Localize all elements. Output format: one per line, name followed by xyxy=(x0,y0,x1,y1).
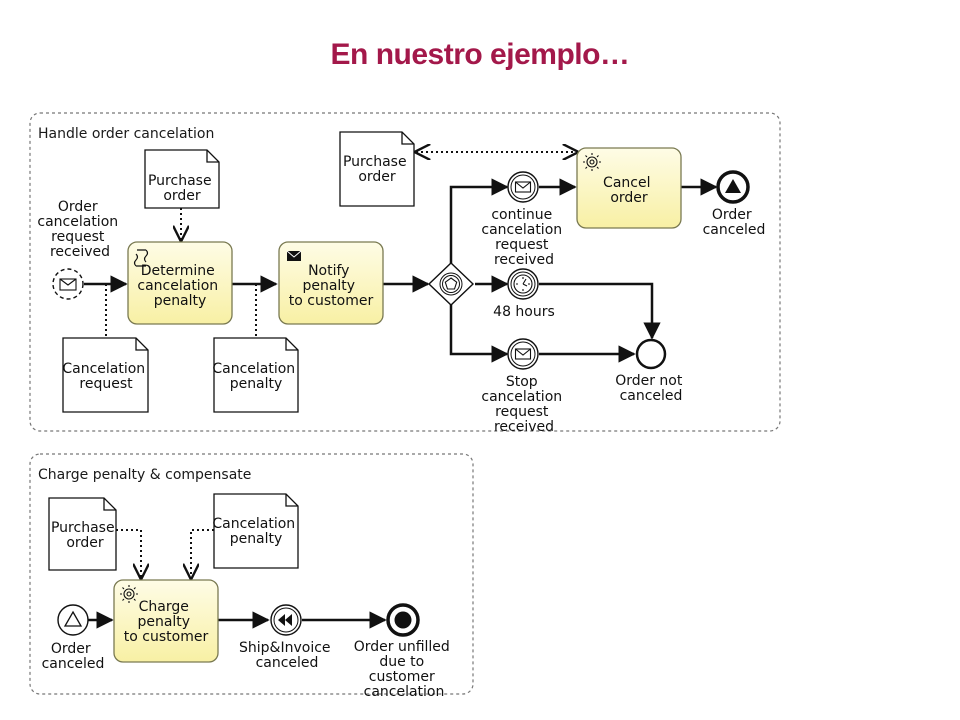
gear-icon xyxy=(120,585,138,603)
event-label: Ship&Invoice canceled xyxy=(239,640,335,671)
pool-charge-penalty: Charge penalty & compensate xyxy=(29,453,474,695)
doc-cancelation-request: Cancelation request xyxy=(62,337,149,413)
event-label: Order not canceled xyxy=(615,373,687,404)
assoc-penalty-to-charge xyxy=(191,529,214,578)
script-icon xyxy=(133,249,149,267)
flow-gateway-to-stop xyxy=(449,303,509,363)
compensation-event-ship-invoice[interactable]: Ship&Invoice canceled xyxy=(239,604,335,671)
assoc-po-to-charge xyxy=(116,529,141,578)
doc-label: Purchase order xyxy=(51,520,119,551)
doc-purchase-order-bottom: Purchase order xyxy=(48,497,119,571)
pool-label-charge: Charge penalty & compensate xyxy=(38,467,251,483)
task-label: Notify penalty to customer xyxy=(289,263,374,309)
start-event-cancel-request[interactable]: Order cancelation request received xyxy=(37,199,122,300)
doc-label: Purchase order xyxy=(148,173,216,204)
envelope-icon xyxy=(514,181,532,193)
doc-label: Purchase order xyxy=(343,154,411,185)
data-associations xyxy=(105,152,577,578)
task-label: Cancel order xyxy=(603,175,655,206)
sequence-flows-top xyxy=(84,178,718,363)
end-event-order-not-canceled[interactable]: Order not canceled xyxy=(615,338,687,404)
event-label: Order canceled xyxy=(703,207,766,238)
send-message-icon xyxy=(286,250,302,261)
doc-label: Cancelation request xyxy=(62,361,149,392)
event-label: Order canceled xyxy=(42,641,105,672)
signal-triangle-icon xyxy=(725,179,741,193)
doc-cancelation-penalty-bottom: Cancelation penalty xyxy=(212,493,299,569)
start-event-order-canceled[interactable]: Order canceled xyxy=(42,604,105,672)
flow-timer-to-not-canceled xyxy=(539,282,661,340)
task-determine-penalty[interactable]: Determine cancelation penalty xyxy=(127,241,233,325)
event-label: 48 hours xyxy=(493,304,555,320)
clock-icon xyxy=(513,274,533,294)
end-event-order-canceled[interactable]: Order canceled xyxy=(703,170,766,238)
event-label: continue cancelation request received xyxy=(481,207,566,268)
doc-cancelation-penalty-top: Cancelation penalty xyxy=(212,337,299,413)
envelope-icon xyxy=(514,348,532,360)
task-charge-penalty[interactable]: Charge penalty to customer xyxy=(113,579,219,663)
signal-triangle-icon xyxy=(63,610,83,627)
task-notify-penalty[interactable]: Notify penalty to customer xyxy=(278,241,384,325)
catch-event-stop-request[interactable]: Stop cancelation request received xyxy=(481,338,566,435)
pool-label-handle: Handle order cancelation xyxy=(38,126,214,142)
flow-gateway-to-continue xyxy=(449,178,509,265)
end-event-order-unfilled[interactable]: Order unfilled due to customer cancelati… xyxy=(354,603,455,700)
timer-event-48-hours[interactable]: 48 hours xyxy=(493,268,555,320)
doc-label: Cancelation penalty xyxy=(212,361,299,392)
page-title: En nuestro ejemplo… xyxy=(330,38,630,71)
event-based-gateway[interactable] xyxy=(427,262,475,306)
rewind-icon xyxy=(278,614,292,626)
pentagon-icon xyxy=(444,277,458,290)
catch-event-continue-request[interactable]: continue cancelation request received xyxy=(481,171,566,268)
doc-label: Cancelation penalty xyxy=(212,516,299,547)
doc-purchase-order-right: Purchase order xyxy=(339,131,415,207)
doc-purchase-order-top: Purchase order xyxy=(144,149,220,209)
task-label: Charge penalty to customer xyxy=(124,599,209,645)
task-label: Determine cancelation penalty xyxy=(137,263,222,309)
terminate-icon xyxy=(394,611,412,629)
gear-icon xyxy=(583,153,601,171)
event-label: Order cancelation request received xyxy=(37,199,122,260)
pool-handle-order-cancelation: Handle order cancelation xyxy=(29,112,781,432)
event-label: Stop cancelation request received xyxy=(481,374,566,435)
event-label: Order unfilled due to customer cancelati… xyxy=(354,639,455,700)
envelope-icon xyxy=(59,278,77,291)
task-cancel-order[interactable]: Cancel order xyxy=(576,147,682,229)
